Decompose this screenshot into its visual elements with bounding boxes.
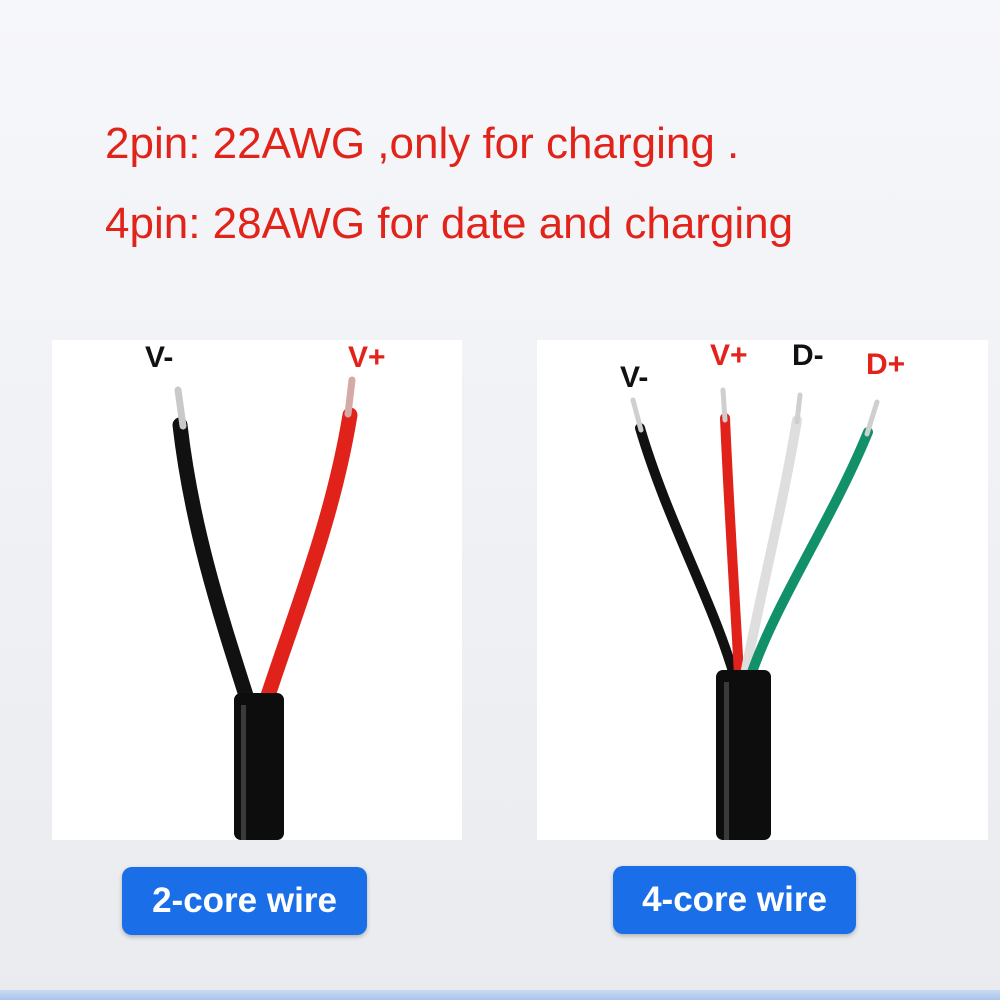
badge-2-core-wire: 2-core wire [122, 867, 367, 935]
wire-green [746, 427, 873, 680]
wire-white [740, 415, 802, 680]
conductor-tip-white [794, 392, 803, 425]
jacket-highlight [241, 705, 246, 840]
wire-black [172, 417, 258, 716]
conductor-tip-red [720, 387, 728, 423]
headline-4pin: 4pin: 28AWG for date and charging [105, 199, 794, 248]
label-2core-v-minus: V- [145, 341, 174, 374]
label-4core-d-plus: D+ [866, 348, 906, 381]
label-4core-v-plus: V+ [710, 339, 748, 372]
two-core-wire-panel [52, 340, 462, 840]
conductor-tip-black [630, 397, 644, 433]
four-core-wire-panel [537, 340, 988, 840]
bottom-accent-strip [0, 990, 1000, 1000]
two-core-wire-illustration [172, 376, 358, 840]
label-4core-d-minus: D- [792, 339, 824, 372]
wire-red [720, 413, 744, 680]
conductor-tip-red [344, 376, 356, 418]
conductor-tip-black [174, 386, 187, 430]
jacket-highlight [724, 682, 729, 840]
wire-black [635, 423, 739, 680]
cable-jacket [234, 693, 284, 840]
wire-red [256, 407, 358, 716]
headline-2pin: 2pin: 22AWG ,only for charging . [105, 119, 740, 168]
conductor-tip-green [864, 399, 880, 437]
four-core-wire-illustration [630, 387, 880, 840]
badge-4-core-wire: 4-core wire [613, 866, 856, 934]
cable-jacket [716, 670, 771, 840]
label-2core-v-plus: V+ [348, 341, 386, 374]
label-4core-v-minus: V- [620, 361, 649, 394]
